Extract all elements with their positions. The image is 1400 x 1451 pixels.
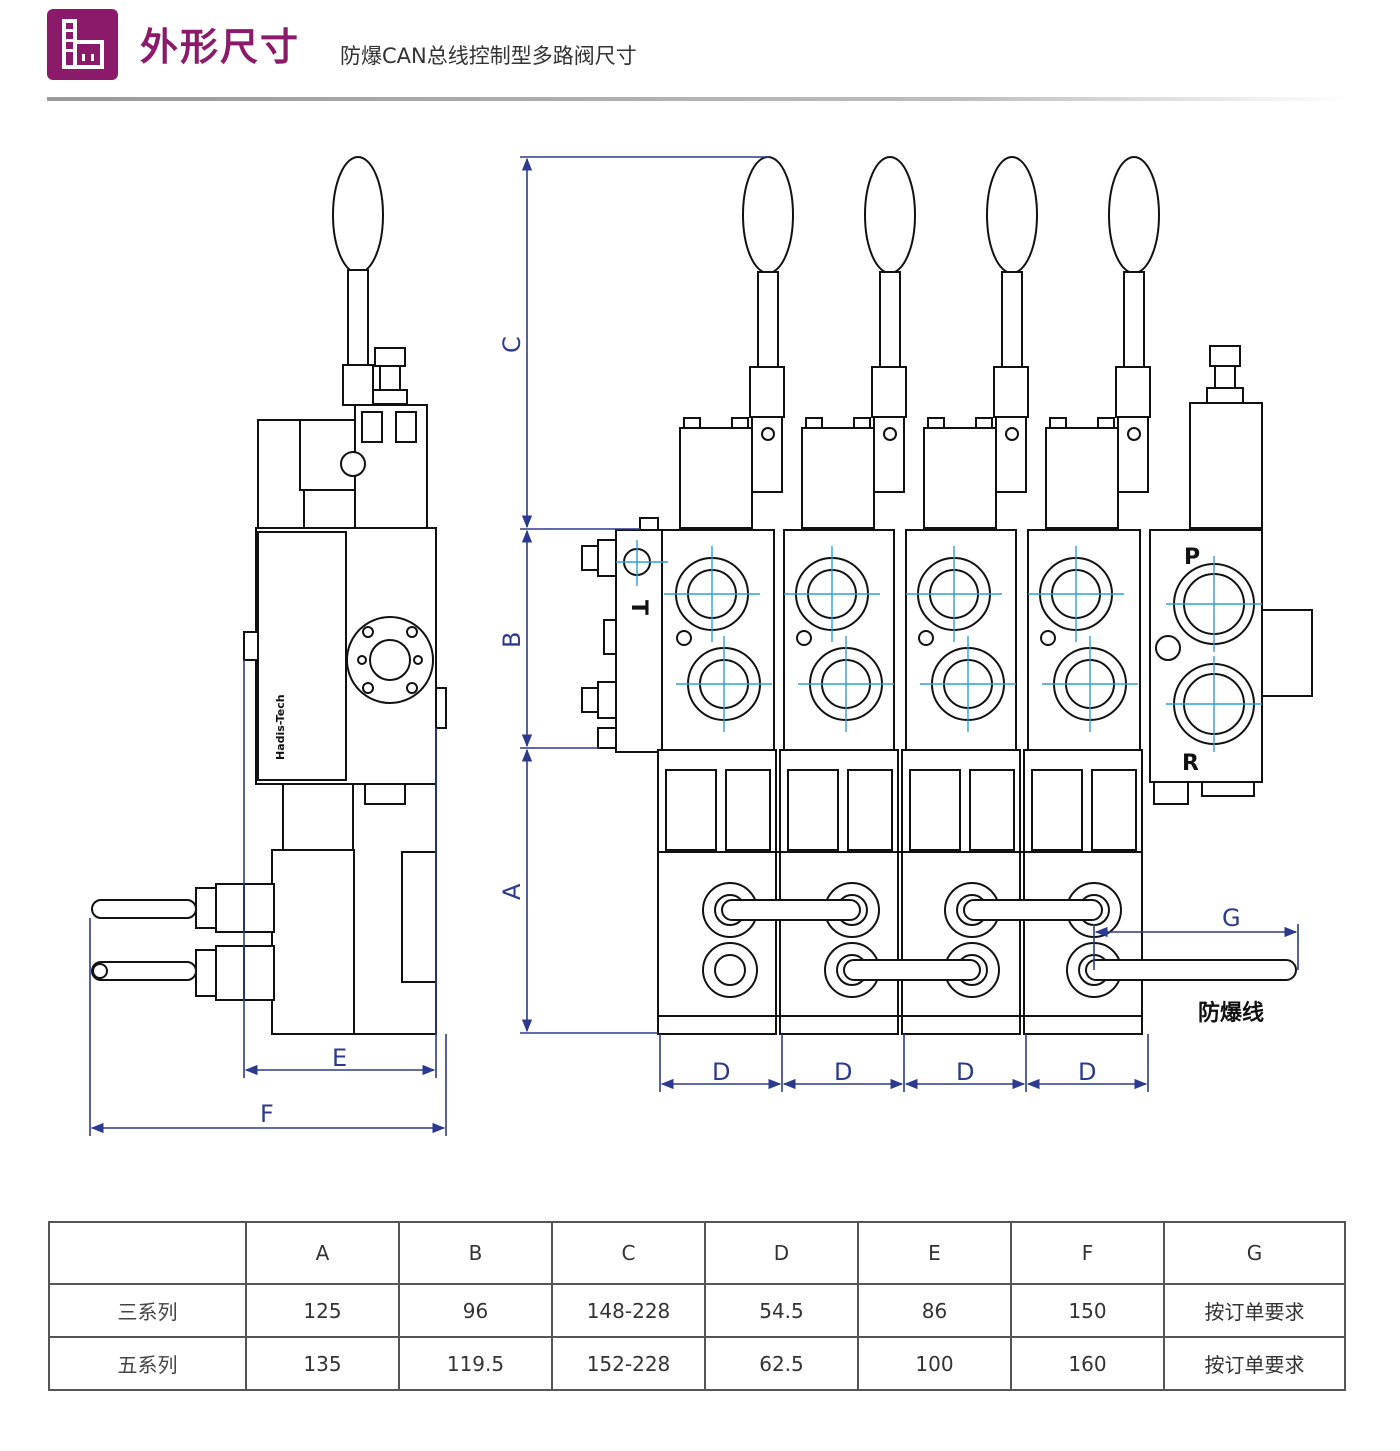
dim-label-c: C <box>498 336 526 353</box>
section-title: 外形尺寸 <box>140 25 301 69</box>
dim-label-e: E <box>332 1044 347 1072</box>
table-cell: 按订单要求 <box>1163 1336 1346 1391</box>
table-header-row: A B C D E F G <box>48 1221 1346 1285</box>
table-cell: 125 <box>245 1283 400 1338</box>
cable-note: 防爆线 <box>1198 1000 1264 1026</box>
table-header-cell: D <box>704 1221 859 1285</box>
table-cell: 86 <box>857 1283 1012 1338</box>
table-cell: 100 <box>857 1336 1012 1391</box>
table-cell: 160 <box>1010 1336 1165 1391</box>
table-header-cell: G <box>1163 1221 1346 1285</box>
section-subtitle: 防爆CAN总线控制型多路阀尺寸 <box>340 44 637 68</box>
table-header-cell: A <box>245 1221 400 1285</box>
valve-dimension-drawing: Hadis-Tech E F <box>89 156 1313 1136</box>
table-header-cell: E <box>857 1221 1012 1285</box>
dim-label-b: B <box>498 632 526 648</box>
table-cell: 135 <box>245 1336 400 1391</box>
table-cell: 按订单要求 <box>1163 1283 1346 1338</box>
dim-label-d-1: D <box>712 1058 730 1086</box>
dim-label-d-3: D <box>956 1058 974 1086</box>
table-cell: 96 <box>398 1283 553 1338</box>
table-row: 三系列 125 96 148-228 54.5 86 150 按订单要求 <box>48 1283 1346 1338</box>
port-label-t: T <box>626 600 651 615</box>
dim-label-g: G <box>1222 904 1241 932</box>
dim-label-d-2: D <box>834 1058 852 1086</box>
row-label: 三系列 <box>48 1283 247 1338</box>
table-row: 五系列 135 119.5 152-228 62.5 100 160 按订单要求 <box>48 1336 1346 1391</box>
table-cell: 119.5 <box>398 1336 553 1391</box>
table-cell: 152-228 <box>551 1336 706 1391</box>
header-divider <box>47 97 1352 101</box>
dimension-table: A B C D E F G 三系列 125 96 148-228 54.5 86… <box>48 1221 1346 1391</box>
table-header-cell: B <box>398 1221 553 1285</box>
table-cell: 150 <box>1010 1283 1165 1338</box>
side-view <box>91 156 447 1035</box>
table-header-cell <box>48 1221 247 1285</box>
port-centerlines <box>616 540 1262 752</box>
table-cell: 54.5 <box>704 1283 859 1338</box>
table-header-cell: C <box>551 1221 706 1285</box>
dim-label-a: A <box>498 883 526 900</box>
section-logo-icon <box>47 9 118 80</box>
brand-plate-text: Hadis-Tech <box>274 694 287 760</box>
row-label: 五系列 <box>48 1336 247 1391</box>
port-label-p: P <box>1184 545 1200 570</box>
port-label-r: R <box>1182 751 1199 776</box>
table-header-cell: F <box>1010 1221 1165 1285</box>
side-dimensions <box>89 660 447 1136</box>
front-dimensions <box>520 156 1299 1092</box>
dim-label-d-4: D <box>1078 1058 1096 1086</box>
table-cell: 62.5 <box>704 1336 859 1391</box>
table-cell: 148-228 <box>551 1283 706 1338</box>
dim-label-f: F <box>260 1100 274 1128</box>
front-view <box>581 156 1313 1035</box>
